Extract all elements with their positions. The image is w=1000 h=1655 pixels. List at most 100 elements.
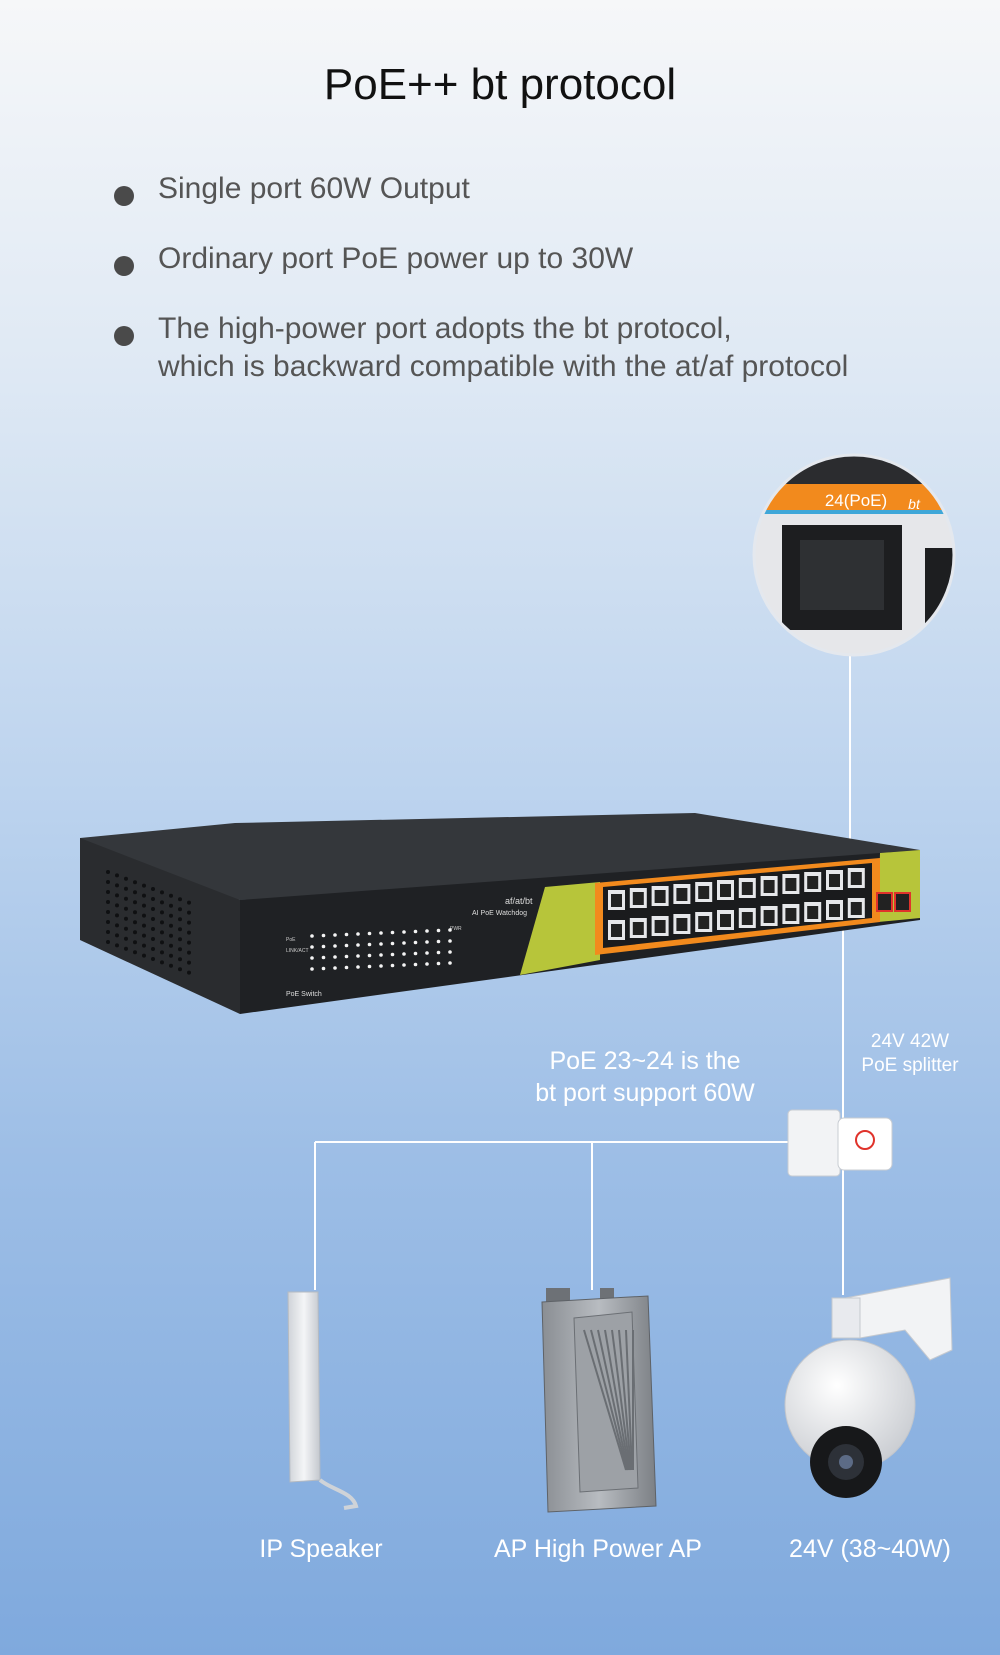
bt-port-caption-line: PoE 23~24 is the [549,1047,741,1075]
vent-hole [187,950,191,955]
port-zoom-magnifier: 24(PoE) bt [752,453,956,657]
vent-hole [106,880,110,884]
status-led [367,931,372,936]
status-led [310,956,314,960]
vent-hole [124,926,128,931]
feature-text: Ordinary port PoE power up to 30W [158,242,634,275]
vent-hole [187,940,191,945]
vent-hole [169,893,173,898]
bullet-icon [114,256,134,276]
vent-hole [142,953,146,958]
status-led [344,954,349,959]
vent-hole [133,930,137,935]
status-led [333,955,337,959]
vent-hole [133,940,137,945]
vent-hole [169,943,173,948]
vent-hole [124,946,128,951]
status-led [356,932,360,936]
feature-text: The high-power port adopts the bt protoc… [158,312,732,345]
vent-hole [169,923,173,928]
vent-hole [106,870,110,874]
status-led [413,951,418,956]
status-led [333,966,337,970]
vent-hole [124,916,128,921]
vent-hole [187,900,191,905]
vent-hole [187,920,191,925]
status-led [367,942,372,947]
uplink-port [894,892,911,912]
vent-hole [151,897,155,901]
poe-splitter [787,1109,893,1177]
vent-hole [142,913,146,918]
rj45-port-socket [720,884,731,897]
vent-hole [124,896,128,901]
switch-link-label: LINK/ACT [286,948,309,954]
ap-heatsink-fin [604,1329,630,1471]
ap-heatsink-fin [618,1329,632,1471]
vent-hole [160,890,164,895]
vent-hole [178,957,182,962]
vent-hole [151,957,155,961]
vent-hole [115,923,119,928]
vent-hole [169,903,173,908]
rj45-port-socket [807,876,819,889]
switch-poe-label: PoE [286,937,296,943]
status-led [333,944,337,948]
rj45-port-socket [654,890,666,903]
uplink-port [876,892,893,912]
vent-hole [115,903,119,908]
splitter-caption: 24V 42W PoE splitter [850,1030,970,1078]
outdoor-ap [541,1288,657,1513]
status-led [390,952,395,957]
feature-text-cont: which is backward compatible with the at… [158,350,849,383]
status-led [425,929,429,933]
vent-hole [178,947,182,952]
bt-port-caption: PoE 23~24 is the bt port support 60W [510,1045,780,1109]
vent-hole [133,920,137,925]
device-label-speaker: IP Speaker [259,1535,383,1563]
vent-hole [133,910,137,915]
status-led [379,931,383,935]
vent-hole [106,920,110,924]
feature-list: Single port 60W Output Ordinary port PoE… [112,170,972,418]
vent-hole [160,940,164,945]
rj45-port-socket [763,910,775,923]
rj45-port-socket [829,904,840,917]
vent-hole [160,930,164,935]
status-led [344,943,349,948]
rj45-port-socket [654,920,666,933]
status-led [321,933,326,938]
vent-hole [115,873,119,878]
device-label-camera: 24V (38~40W) [789,1535,951,1563]
vent-hole [187,960,191,965]
status-led [356,965,360,969]
status-led [436,928,441,933]
status-led [344,965,349,970]
status-led [390,930,395,935]
zoom-protocol-label: bt [908,496,921,512]
rj45-port-socket [676,918,688,931]
vent-hole [106,890,110,894]
vent-hole [124,886,128,891]
vent-hole [178,897,182,902]
vent-hole [142,903,146,908]
status-led [390,941,395,946]
feature-item: Single port 60W Output [112,170,972,208]
status-led [402,952,406,956]
vent-hole [133,900,137,905]
status-led [448,950,452,954]
status-led [425,951,429,955]
status-led [379,964,383,968]
vent-hole [142,933,146,938]
rj45-port-socket [850,872,862,885]
vent-hole [178,937,182,942]
rj45-port-socket [785,878,797,891]
vent-hole [151,927,155,931]
ap-heatsink-fin [590,1329,628,1471]
vent-hole [106,900,110,904]
vent-hole [124,876,128,881]
status-led [367,953,372,958]
vent-hole [106,910,110,914]
status-led [413,940,418,945]
vent-hole [160,910,164,915]
